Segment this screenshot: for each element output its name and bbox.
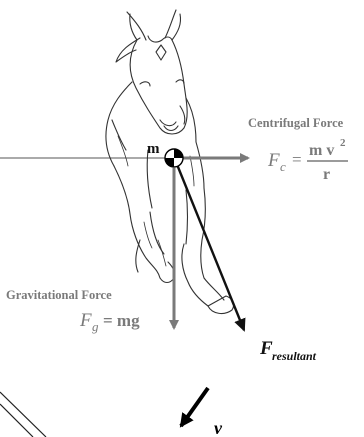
centrifugal-denominator: r: [323, 166, 330, 183]
gravitational-force-subscript: g: [92, 319, 99, 334]
centrifugal-exponent: 2: [340, 137, 346, 149]
velocity-arrow: [181, 388, 208, 426]
velocity-label: v: [214, 418, 223, 437]
gravitational-force-rhs: = mg: [103, 311, 140, 330]
track-edge-line: [0, 392, 46, 437]
centrifugal-equals: =: [292, 150, 302, 169]
centrifugal-force-subscript: c: [280, 159, 286, 174]
gravitational-force-title: Gravitational Force: [6, 288, 112, 302]
gravitational-force-symbol: F: [79, 310, 92, 331]
centrifugal-force-symbol: F: [267, 150, 280, 171]
centrifugal-force-title: Centrifugal Force: [248, 116, 344, 130]
center-of-mass-icon: [165, 149, 183, 167]
resultant-force-symbol: F: [259, 338, 273, 359]
resultant-force-subscript: resultant: [272, 349, 317, 363]
centrifugal-numerator: m v: [309, 142, 334, 159]
mass-label: m: [147, 141, 160, 157]
